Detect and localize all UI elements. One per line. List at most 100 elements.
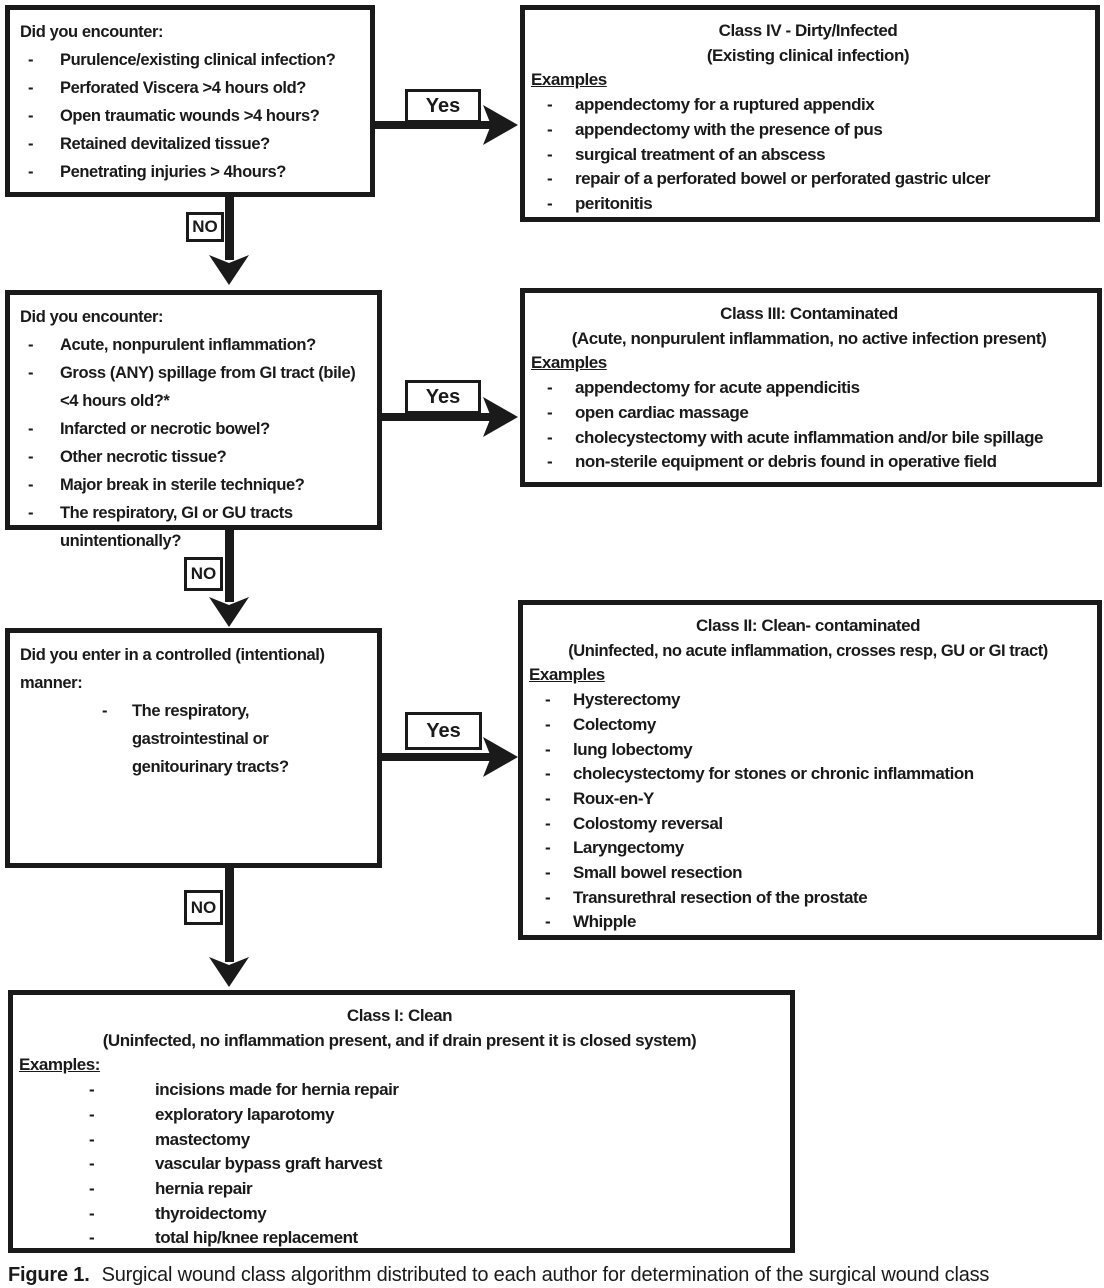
list-item: cholecystectomy with acute inflammation …: [531, 426, 1087, 451]
decision-box-3: Did you enter in a controlled (intention…: [5, 628, 382, 868]
list-item: repair of a perforated bowel or perforat…: [531, 167, 1085, 192]
item-text: non-sterile equipment or debris found in…: [575, 452, 997, 472]
dash-bullet: [529, 713, 573, 738]
dash-bullet: [529, 738, 573, 763]
list-item: Laryngectomy: [529, 836, 1087, 861]
class-box-iv: Class IV - Dirty/Infected (Existing clin…: [520, 5, 1100, 222]
dash-bullet: [531, 426, 575, 451]
list-item: Colostomy reversal: [529, 812, 1087, 837]
list-item: Acute, nonpurulent inflammation?: [20, 331, 367, 359]
box-subtitle: (Uninfected, no acute inflammation, cros…: [568, 641, 1048, 660]
yes-label-3: Yes: [405, 712, 482, 750]
dash-bullet: [531, 118, 575, 143]
item-text: repair of a perforated bowel or perforat…: [575, 169, 991, 189]
item-text: Perforated Viscera >4 hours old?: [60, 79, 306, 97]
item-text: Retained devitalized tissue?: [60, 135, 270, 153]
examples-heading: Examples: [531, 70, 607, 90]
item-text: hernia repair: [155, 1178, 253, 1198]
list-item: lung lobectomy: [529, 738, 1087, 763]
item-text: Open traumatic wounds >4 hours?: [60, 107, 320, 125]
dash-bullet: [20, 158, 60, 186]
dash-bullet: [20, 697, 132, 725]
list-item: appendectomy for a ruptured appendix: [531, 93, 1085, 118]
dash-bullet: [529, 762, 573, 787]
class-box-ii: Class II: Clean- contaminated (Uninfecte…: [518, 600, 1102, 940]
decision-box-2: Did you encounter: Acute, nonpurulent in…: [5, 290, 382, 550]
yes-label-2: Yes: [405, 380, 481, 414]
dash-bullet: [531, 376, 575, 401]
list-item: exploratory laparotomy: [19, 1103, 780, 1128]
figure-caption: Figure 1.Surgical wound class algorithm …: [8, 1264, 1104, 1287]
list-item: appendectomy for acute appendicitis: [531, 376, 1087, 401]
item-text: total hip/knee replacement: [155, 1228, 358, 1248]
item-text: appendectomy for acute appendicitis: [575, 378, 860, 398]
no-arrow-2: [209, 530, 249, 627]
dash-bullet: [20, 331, 60, 359]
list-item: incisions made for hernia repair: [19, 1078, 780, 1103]
no-arrow-3: [209, 868, 249, 987]
figure-label: Figure 1.: [8, 1264, 90, 1286]
list-item: Transurethral resection of the prostate: [529, 886, 1087, 911]
list-item: Perforated Viscera >4 hours old?: [20, 74, 360, 102]
dash-bullet: [529, 861, 573, 886]
yes-arrow-1: [375, 105, 518, 145]
yes-arrow-3: [382, 737, 518, 777]
list-item: Hysterectomy: [529, 688, 1087, 713]
dash-bullet: [531, 93, 575, 118]
list-item: Whipple: [529, 910, 1087, 935]
item-text: Laryngectomy: [573, 838, 684, 858]
item-text: Other necrotic tissue?: [60, 448, 227, 466]
item-text: surgical treatment of an abscess: [575, 144, 826, 164]
dash-bullet: [20, 46, 60, 74]
list-item: Open traumatic wounds >4 hours?: [20, 102, 360, 130]
examples-heading: Examples: [529, 665, 605, 685]
dash-bullet: [531, 450, 575, 475]
list-item: Infarcted or necrotic bowel?: [20, 415, 367, 443]
dash-bullet: [529, 787, 573, 812]
item-text: Hysterectomy: [573, 690, 681, 710]
list-item: Small bowel resection: [529, 861, 1087, 886]
dash-bullet: [19, 1177, 155, 1202]
item-text: cholecystectomy for stones or chronic in…: [573, 764, 974, 784]
item-text: mastectomy: [155, 1129, 250, 1149]
dash-bullet: [19, 1128, 155, 1153]
dash-bullet: [529, 910, 573, 935]
dash-bullet: [20, 102, 60, 130]
item-text: The respiratory, gastrointestinal or gen…: [132, 702, 289, 776]
list-item: Purulence/existing clinical infection?: [20, 46, 360, 74]
dash-bullet: [19, 1103, 155, 1128]
dash-bullet: [531, 143, 575, 168]
list-item: Colectomy: [529, 713, 1087, 738]
box-subtitle: (Acute, nonpurulent inflammation, no act…: [571, 328, 1047, 348]
dash-bullet: [531, 401, 575, 426]
dash-bullet: [529, 886, 573, 911]
box-title: Did you enter in a controlled (intention…: [20, 646, 325, 692]
class-box-i: Class I: Clean (Uninfected, no inflammat…: [8, 990, 795, 1253]
decision-box-1: Did you encounter: Purulence/existing cl…: [5, 5, 375, 197]
examples-heading: Examples:: [19, 1055, 100, 1075]
examples-heading: Examples: [531, 353, 607, 373]
class-box-iii: Class III: Contaminated (Acute, nonpurul…: [520, 288, 1102, 487]
item-text: vascular bypass graft harvest: [155, 1154, 382, 1174]
no-label-3: NO: [184, 890, 223, 925]
list-item: non-sterile equipment or debris found in…: [531, 450, 1087, 475]
dash-bullet: [20, 415, 60, 443]
list-item: Penetrating injuries > 4hours?: [20, 158, 360, 186]
box-title: Class I: Clean: [346, 1006, 453, 1025]
dash-bullet: [529, 688, 573, 713]
dash-bullet: [20, 359, 60, 387]
no-label-2: NO: [184, 557, 223, 591]
list-item: mastectomy: [19, 1128, 780, 1153]
list-item: The respiratory, gastrointestinal or gen…: [20, 697, 367, 781]
box-title: Class III: Contaminated: [720, 304, 898, 323]
list-item: peritonitis: [531, 192, 1085, 217]
box-title: Class II: Clean- contaminated: [695, 616, 921, 635]
item-text: Infarcted or necrotic bowel?: [60, 420, 270, 438]
item-text: Small bowel resection: [573, 863, 743, 883]
dash-bullet: [529, 812, 573, 837]
item-text: Penetrating injuries > 4hours?: [60, 163, 286, 181]
item-text: Gross (ANY) spillage from GI tract (bile…: [60, 364, 356, 410]
item-text: Purulence/existing clinical infection?: [60, 51, 336, 69]
list-item: vascular bypass graft harvest: [19, 1152, 780, 1177]
